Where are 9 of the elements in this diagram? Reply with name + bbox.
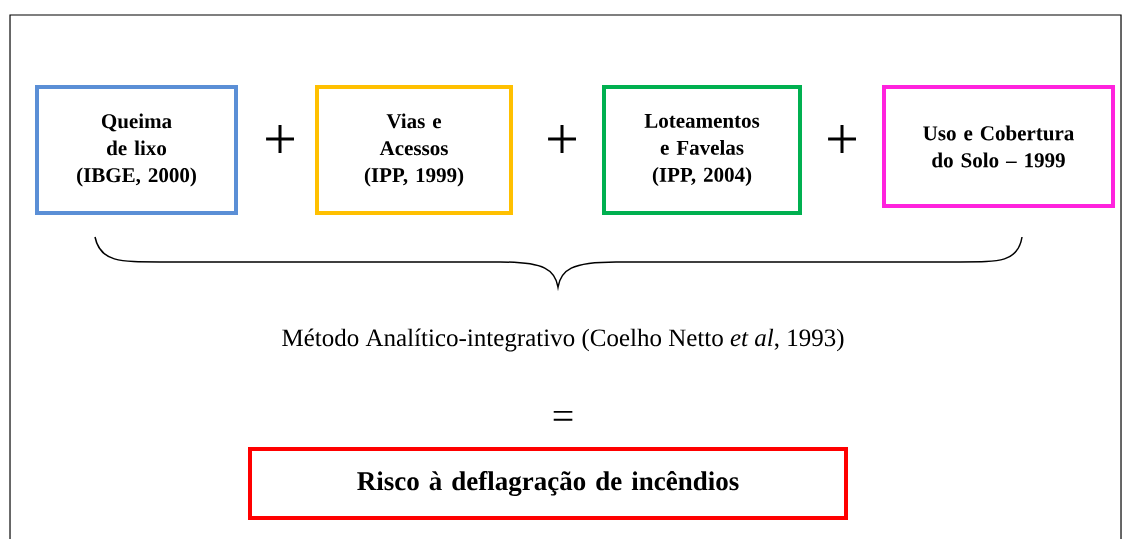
result-box: Risco à deflagração de incêndios (248, 447, 848, 520)
factor-box: Vias e Acessos (IPP, 1999) (315, 85, 513, 215)
plus-sign: + (828, 125, 856, 153)
factor-box: Loteamentos e Favelas (IPP, 2004) (602, 85, 802, 215)
factor-box: Queima de lixo (IBGE, 2000) (35, 85, 238, 215)
plus-sign: + (548, 125, 576, 153)
factor-box: Uso e Cobertura do Solo – 1999 (882, 85, 1115, 208)
caption-text: Método Analítico-integrativo (Coelho Netto et al, 1993) (282, 328, 844, 352)
plus-sign: + (266, 125, 294, 153)
